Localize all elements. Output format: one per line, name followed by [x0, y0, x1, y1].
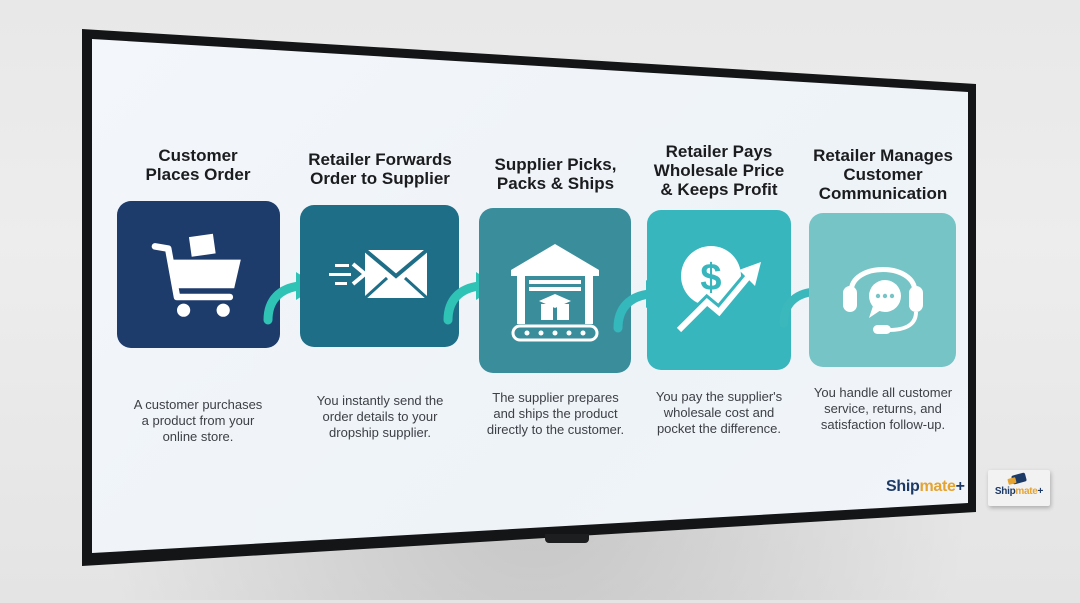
svg-text:$: $	[700, 257, 721, 299]
step-1-description: A customer purchases a product from your…	[133, 397, 263, 444]
step-1-title: Customer Places Order	[145, 146, 251, 184]
shopping-cart-icon	[151, 233, 241, 317]
step-4-card: $	[647, 210, 791, 370]
brand-logo: Shipmate+	[886, 478, 965, 495]
step-3-description: The supplier prepares and ships the prod…	[486, 390, 625, 437]
step-5-title: Retailer Manages Customer Communication	[813, 146, 953, 203]
step-3-title: Supplier Picks, Packs & Ships	[494, 155, 617, 193]
step-2-description: You instantly send the order details to …	[316, 393, 444, 440]
warehouse-box-icon	[511, 243, 599, 341]
step-2-title: Retailer Forwards Order to Supplier	[308, 150, 452, 188]
dollar-growth-icon: $	[674, 246, 761, 335]
envelope-send-icon	[328, 248, 428, 300]
step-4-title: Retailer Pays Wholesale Price & Keeps Pr…	[653, 142, 785, 199]
wall-plaque: Shipmate+	[988, 470, 1050, 506]
step-3-card	[479, 208, 631, 373]
plaque-logo: Shipmate+	[994, 486, 1044, 497]
step-4-description: You pay the supplier's wholesale cost an…	[655, 389, 783, 436]
step-5-description: You handle all customer service, returns…	[813, 385, 953, 432]
tv-sensor-bar	[545, 534, 589, 543]
step-1-card	[117, 201, 280, 348]
headset-chat-icon	[842, 267, 923, 334]
step-5-card	[809, 213, 956, 367]
step-2-card	[300, 205, 459, 347]
